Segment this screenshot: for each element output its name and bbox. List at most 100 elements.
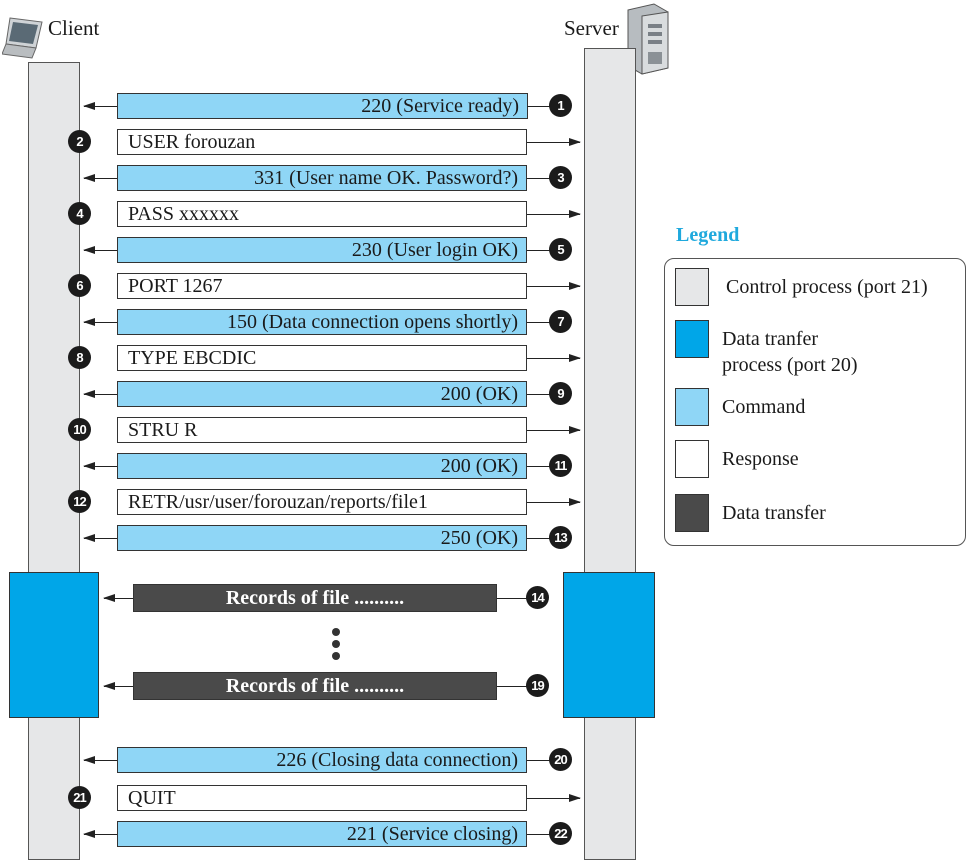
step-number-badge: 3	[549, 166, 572, 189]
response-box: USER forouzan	[117, 129, 527, 155]
arrowhead	[83, 756, 95, 764]
legend-label-line: process (port 20)	[722, 354, 858, 376]
message-arrow	[527, 210, 581, 218]
command-box: 220 (Service ready)	[117, 93, 528, 119]
step-number-badge: 8	[68, 346, 91, 369]
legend-swatch	[675, 268, 709, 306]
command-box: 150 (Data connection opens shortly)	[117, 309, 527, 335]
command-box: 250 (OK)	[117, 525, 527, 551]
server-icon	[627, 3, 669, 75]
message-arrow	[527, 282, 581, 290]
response-box: TYPE EBCDIC	[117, 345, 527, 371]
arrowhead	[569, 282, 581, 290]
message-arrow	[527, 394, 564, 395]
step-number-badge: 5	[549, 238, 572, 261]
arrowhead	[83, 534, 95, 542]
legend-swatch	[675, 440, 709, 478]
message-arrow	[527, 178, 564, 179]
message-arrow	[103, 682, 133, 690]
response-box: PORT 1267	[117, 273, 527, 299]
message-arrow	[83, 462, 117, 470]
legend-label: Control process (port 21)	[726, 274, 928, 300]
data-transfer-box: Records of file ..........	[133, 672, 497, 700]
message-arrow	[83, 102, 117, 110]
arrowhead	[569, 794, 581, 802]
ellipsis-dot	[332, 652, 340, 660]
step-number-badge: 10	[68, 418, 91, 441]
client-data-process	[9, 572, 99, 718]
step-number-badge: 22	[549, 822, 572, 845]
step-number-badge: 7	[549, 310, 572, 333]
message-arrow	[527, 250, 564, 251]
message-arrow	[83, 534, 117, 542]
step-number-badge: 9	[549, 382, 572, 405]
message-arrow	[527, 354, 581, 362]
legend-label: Data tranfer process (port 20)	[722, 326, 858, 378]
message-arrow	[527, 322, 564, 323]
step-number-badge: 14	[526, 586, 549, 609]
message-arrow	[527, 834, 564, 835]
message-arrow	[103, 594, 133, 602]
message-arrow	[527, 426, 581, 434]
arrowhead	[103, 682, 115, 690]
message-arrow	[527, 106, 564, 107]
arrowhead	[569, 210, 581, 218]
command-box: 221 (Service closing)	[117, 821, 527, 847]
arrowhead	[83, 830, 95, 838]
legend-label-line: Data transfer	[722, 502, 826, 524]
arrowhead	[569, 354, 581, 362]
message-arrow	[83, 756, 117, 764]
arrowhead	[83, 390, 95, 398]
message-arrow	[527, 498, 581, 506]
arrowhead	[83, 318, 95, 326]
command-box: 230 (User login OK)	[117, 237, 527, 263]
response-box: QUIT	[117, 785, 527, 811]
arrowhead	[83, 462, 95, 470]
legend-swatch	[675, 388, 709, 426]
step-number-badge: 20	[549, 748, 572, 771]
legend-label-line: Control process (port 21)	[726, 276, 928, 298]
message-arrow	[527, 538, 564, 539]
message-arrow	[497, 598, 540, 599]
ellipsis-dot	[332, 628, 340, 636]
arrowhead	[83, 246, 95, 254]
step-number-badge: 12	[68, 490, 91, 513]
legend-label: Command	[722, 394, 805, 420]
data-transfer-box: Records of file ..........	[133, 584, 497, 612]
arrowhead	[83, 174, 95, 182]
command-box: 200 (OK)	[117, 381, 527, 407]
legend-title: Legend	[676, 224, 740, 246]
message-arrow	[83, 318, 117, 326]
server-control-lifeline	[584, 48, 636, 860]
ellipsis-dot	[332, 640, 340, 648]
message-arrow	[527, 760, 564, 761]
arrowhead	[569, 138, 581, 146]
client-control-lifeline	[28, 62, 80, 860]
message-arrow	[83, 174, 117, 182]
message-arrow	[83, 390, 117, 398]
message-arrow	[527, 138, 581, 146]
legend-label: Response	[722, 446, 799, 472]
step-number-badge: 21	[68, 786, 91, 809]
legend-box	[664, 258, 966, 546]
message-arrow	[527, 466, 564, 467]
server-label: Server	[564, 16, 619, 40]
command-box: 226 (Closing data connection)	[117, 747, 527, 773]
message-arrow	[83, 246, 117, 254]
command-box: 331 (User name OK. Password?)	[117, 165, 527, 191]
legend-swatch	[675, 494, 709, 532]
step-number-badge: 6	[68, 274, 91, 297]
step-number-badge: 11	[549, 454, 572, 477]
step-number-badge: 4	[68, 202, 91, 225]
legend-label-line: Data tranfer	[722, 328, 819, 350]
client-label: Client	[48, 16, 100, 40]
step-number-badge: 13	[549, 526, 572, 549]
laptop-icon	[2, 17, 43, 59]
response-box: RETR/usr/user/forouzan/reports/file1	[117, 489, 527, 515]
message-arrow	[527, 794, 581, 802]
step-number-badge: 2	[68, 130, 91, 153]
command-box: 200 (OK)	[117, 453, 527, 479]
legend-swatch	[675, 320, 709, 358]
message-arrow	[497, 686, 540, 687]
legend-label: Data transfer	[722, 500, 826, 526]
